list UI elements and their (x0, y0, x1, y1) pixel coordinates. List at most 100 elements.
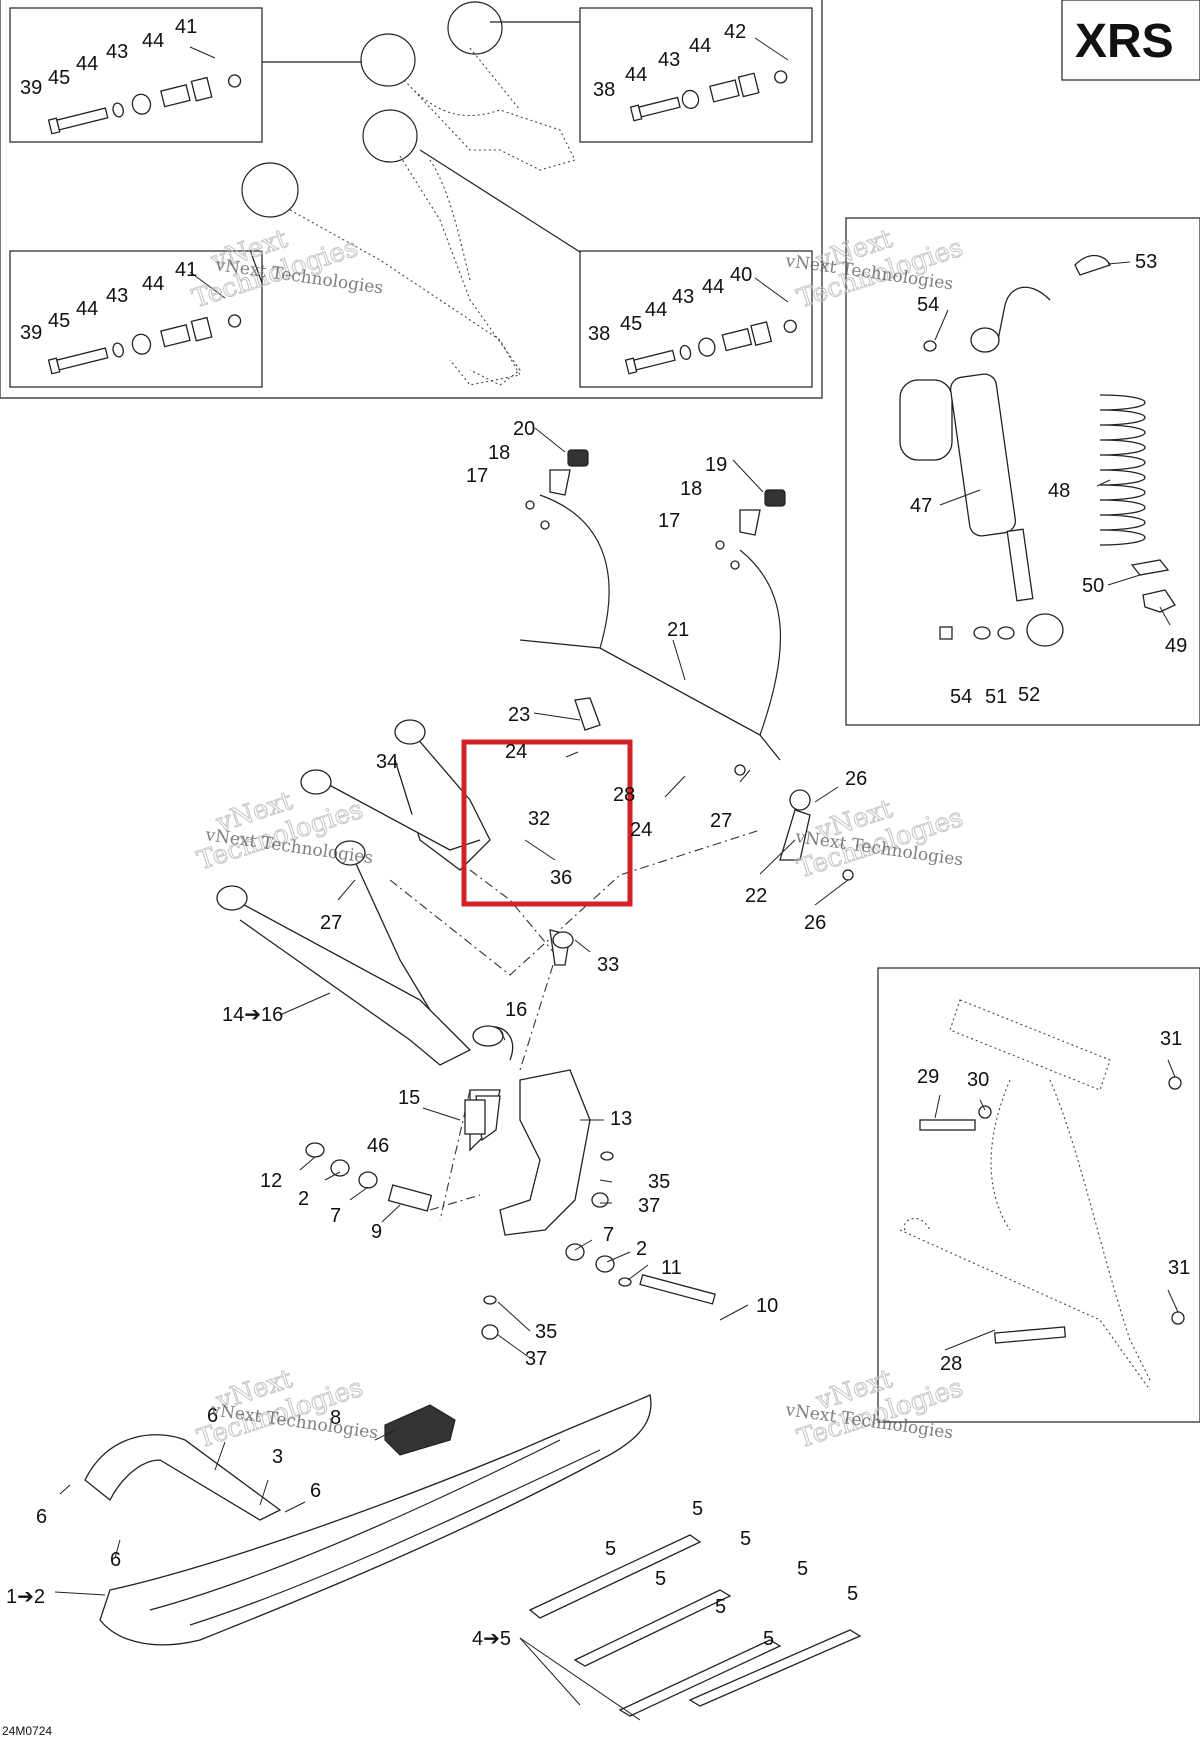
spindle-hardware (305, 1099, 716, 1340)
callout: 30 (967, 1069, 989, 1091)
callout: 5 (692, 1498, 703, 1520)
callout: 34 (376, 751, 398, 773)
coil-spring (939, 394, 1176, 640)
callout: 28 (613, 784, 635, 806)
callout: 32 (528, 808, 550, 830)
callout: 35 (648, 1171, 670, 1193)
callout: 51 (985, 686, 1007, 708)
drawing-code: 24M0724 (2, 1724, 52, 1738)
callout: 6 (207, 1405, 218, 1427)
callouts: 41 44 43 44 45 39 42 44 43 44 38 41 44 4… (6, 16, 1190, 1650)
model-badge: XRS (1061, 0, 1200, 81)
callout: 5 (763, 1628, 774, 1650)
callout: 45 (48, 310, 70, 332)
callout: 44 (689, 35, 711, 57)
callout: 37 (525, 1348, 547, 1370)
callout: 2 (298, 1188, 309, 1210)
callout: 44 (645, 299, 667, 321)
callout: 49 (1165, 635, 1187, 657)
callout: 16 (505, 999, 527, 1021)
callout: 5 (605, 1538, 616, 1560)
callout: 43 (106, 285, 128, 307)
callout: 38 (593, 79, 615, 101)
callout: 40 (730, 264, 752, 286)
callout: 19 (705, 454, 727, 476)
callout: 9 (371, 1221, 382, 1243)
callout: 28 (940, 1353, 962, 1375)
callout: 6 (310, 1480, 321, 1502)
callout: 20 (513, 418, 535, 440)
callout: 43 (672, 286, 694, 308)
callout: 22 (745, 885, 767, 907)
linkage-sketch (899, 999, 1185, 1391)
callout: 4➔5 (472, 1628, 511, 1650)
callout: 43 (106, 41, 128, 63)
callout: 15 (398, 1087, 420, 1109)
model-badge-text: XRS (1075, 15, 1174, 68)
carbide-runners (528, 1534, 862, 1717)
callout: 11 (661, 1257, 682, 1279)
callout: 10 (756, 1295, 778, 1317)
callout: 33 (597, 954, 619, 976)
callout: 24 (630, 819, 652, 841)
a-arm-assembly (216, 719, 761, 1236)
callout: 52 (1018, 684, 1040, 706)
callout: 26 (804, 912, 826, 934)
callout: 24 (505, 741, 527, 763)
callout: 5 (847, 1583, 858, 1605)
callout: 44 (702, 276, 724, 298)
watermarks: vNext Technologies vNext Technologies vN… (188, 223, 967, 1455)
callout: 29 (917, 1066, 939, 1088)
callout: 43 (658, 49, 680, 71)
callout: 5 (797, 1558, 808, 1580)
callout: 17 (658, 510, 680, 532)
linkage-frame (877, 967, 1200, 1423)
callout: 38 (588, 323, 610, 345)
inset-top-right (579, 7, 813, 143)
callout: 8 (330, 1407, 341, 1429)
callout: 7 (603, 1224, 614, 1246)
callout: 45 (620, 313, 642, 335)
callout: 46 (367, 1135, 389, 1157)
callout: 18 (488, 442, 510, 464)
callout: 17 (466, 465, 488, 487)
leader-lines (54, 37, 1179, 1721)
callout: 6 (36, 1506, 47, 1528)
callout: 21 (667, 619, 689, 641)
callout: 41 (175, 16, 197, 38)
upper-a-arm-sketch (241, 1, 576, 386)
callout: 27 (710, 810, 732, 832)
callout: 48 (1048, 480, 1070, 502)
callout: 31 (1160, 1028, 1182, 1050)
callout: 37 (638, 1195, 660, 1217)
inset-mid-right (579, 250, 813, 388)
callout: 7 (330, 1205, 341, 1227)
callout: 45 (48, 67, 70, 89)
callout: 12 (260, 1170, 282, 1192)
callout: 5 (740, 1528, 751, 1550)
upper-frame (0, 0, 823, 399)
callout: 54 (950, 686, 972, 708)
callout: 39 (20, 322, 42, 344)
callout: 44 (76, 53, 98, 75)
callout: 44 (625, 64, 647, 86)
callout: 26 (845, 768, 867, 790)
inset-bolts (47, 70, 797, 375)
callout: 6 (110, 1549, 121, 1571)
callout: 18 (680, 478, 702, 500)
callout: 41 (175, 259, 197, 281)
ski (84, 1394, 652, 1646)
callout: 44 (142, 30, 164, 52)
shock-frame (845, 217, 1200, 726)
callout: 3 (272, 1446, 283, 1468)
callout: 44 (142, 273, 164, 295)
callout: 36 (550, 867, 572, 889)
callout: 50 (1082, 575, 1104, 597)
callout: 5 (715, 1596, 726, 1618)
callout: 13 (610, 1108, 632, 1130)
callout: 27 (320, 912, 342, 934)
callout: 2 (636, 1238, 647, 1260)
callout: 31 (1168, 1257, 1190, 1279)
callout: 54 (917, 294, 939, 316)
